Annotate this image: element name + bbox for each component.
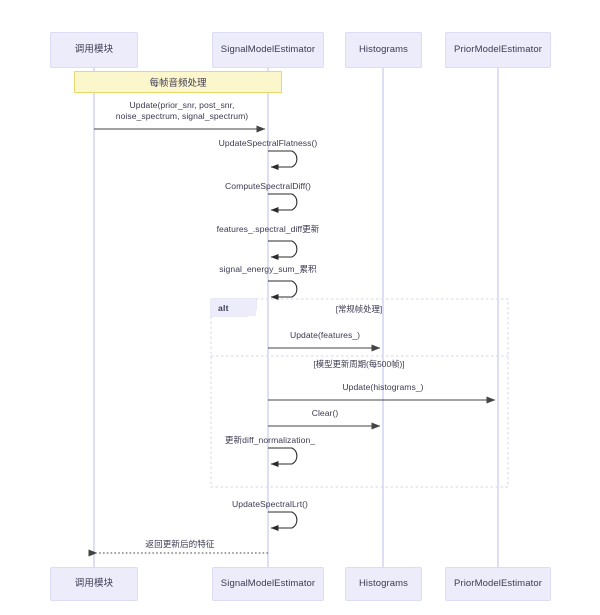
arrow-m9 (268, 447, 298, 467)
note-every-frame-processing: 每帧音频处理 (74, 71, 282, 93)
message-label-m3: ComputeSpectralDiff() (225, 181, 311, 191)
participant-foot-signal[interactable]: SignalModelEstimator (212, 567, 324, 601)
message-label-m11: 返回更新后的特征 (145, 539, 215, 549)
alt-operator-label: alt (211, 299, 256, 316)
arrow-m3 (268, 193, 298, 213)
message-label-m1: Update(prior_snr, post_snr, noise_spectr… (115, 100, 249, 122)
message-label-m9: 更新diff_normalization_ (224, 435, 316, 445)
message-label-m4: features_.spectral_diff更新 (216, 224, 320, 234)
message-label-m8: Clear() (311, 408, 339, 418)
alt-branch-condition-1: [模型更新周期(每500帧)] (313, 359, 405, 369)
participant-foot-caller[interactable]: 调用模块 (50, 567, 138, 601)
message-label-m10: UpdateSpectralLrt() (232, 499, 308, 509)
participant-head-histograms[interactable]: Histograms (345, 32, 422, 68)
message-label-m6: Update(features_) (289, 330, 361, 340)
participant-foot-histograms[interactable]: Histograms (345, 567, 422, 601)
message-arrows (88, 125, 496, 557)
participant-head-caller[interactable]: 调用模块 (50, 32, 138, 68)
arrow-m5 (268, 280, 298, 300)
participant-head-prior[interactable]: PriorModelEstimator (445, 32, 551, 68)
arrow-m2 (268, 150, 298, 170)
message-label-m2: UpdateSpectralFlatness() (218, 138, 318, 148)
arrow-m4 (268, 240, 298, 260)
message-label-m7: Update(histograms_) (342, 382, 424, 392)
alt-branch-condition-0: [常规帧处理] (335, 304, 383, 314)
participant-head-signal[interactable]: SignalModelEstimator (212, 32, 324, 68)
message-label-m5: signal_energy_sum_累积 (219, 264, 317, 274)
participant-foot-prior[interactable]: PriorModelEstimator (445, 567, 551, 601)
arrow-m10 (268, 511, 298, 531)
